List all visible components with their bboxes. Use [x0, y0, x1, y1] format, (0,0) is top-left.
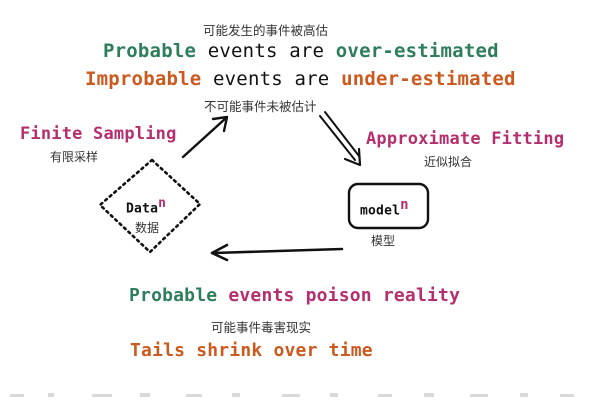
header-line-2: Improbable events are under-estimated: [85, 68, 516, 90]
header-line-1: Probable events are over-estimated: [103, 40, 499, 62]
arrow-sampling: [181, 115, 229, 159]
model-node-superscript: n: [400, 197, 409, 213]
bottom-edge-fragment: [10, 393, 574, 397]
footer-cn: 可能事件毒害现实: [211, 320, 312, 335]
footer-line-1: Probable events poison reality: [129, 285, 460, 306]
header-cn-bottom: 不可能事件未被估计: [204, 99, 317, 114]
approximate-fitting-cn: 近似拟合: [424, 155, 473, 169]
model-node-label: modeln: [360, 197, 409, 218]
approximate-fitting-label: Approximate Fitting: [366, 129, 565, 149]
header-line2-word2: under-estimated: [341, 68, 516, 90]
header-cn-top: 可能发生的事件被高估: [203, 23, 329, 38]
header-line1-word2: over-estimated: [335, 40, 499, 62]
data-node-diamond: [98, 158, 202, 254]
data-node-label: Datan: [126, 196, 166, 216]
footer-line1-word1: Probable: [129, 285, 218, 306]
finite-sampling-label: Finite Sampling: [20, 124, 177, 144]
header-line2-mid: events are: [213, 68, 330, 90]
arrow-fitting: [319, 111, 362, 167]
arrow-feedback: [210, 243, 344, 262]
data-node-text: Data: [126, 201, 159, 217]
model-node-text: model: [360, 203, 401, 219]
data-node-cn: 数据: [135, 221, 160, 235]
header-line1-word1: Probable: [103, 40, 197, 62]
footer-line-2: Tails shrink over time: [130, 340, 373, 361]
finite-sampling-cn: 有限采样: [50, 150, 99, 164]
model-node-box: [347, 182, 430, 230]
footer-line1-rest: events poison reality: [228, 285, 461, 306]
header-line1-mid: events are: [207, 40, 325, 62]
data-node-superscript: n: [158, 196, 167, 211]
header-line2-word1: Improbable: [85, 68, 202, 90]
model-node-cn: 模型: [371, 234, 396, 248]
